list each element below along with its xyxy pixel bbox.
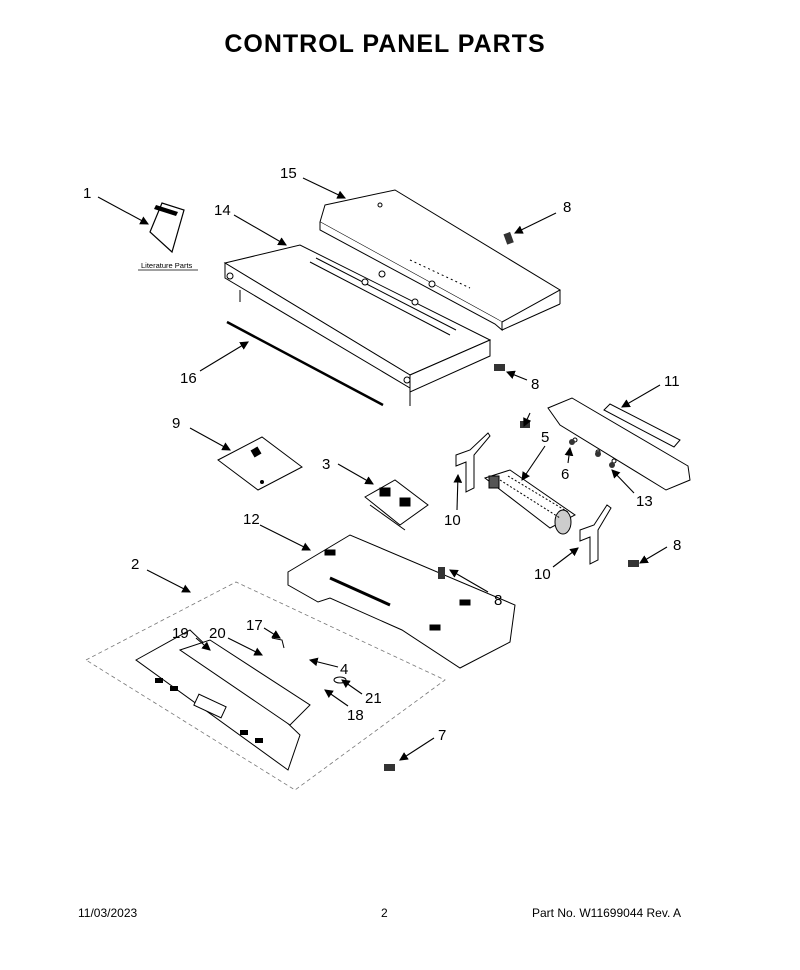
literature-booklet[interactable]: Literature Parts — [138, 202, 198, 271]
callout-10-left: 10 — [444, 512, 461, 529]
callout-14: 14 — [214, 202, 231, 219]
screw-part-8d[interactable] — [438, 567, 445, 579]
callout-13: 13 — [636, 493, 653, 510]
control-panel-housing[interactable] — [223, 244, 492, 406]
top-cover[interactable] — [319, 189, 561, 332]
callout-5: 5 — [541, 429, 549, 446]
footer-page: 2 — [381, 906, 388, 920]
callout-10-right: 10 — [534, 566, 551, 583]
screw-part-7[interactable] — [384, 764, 395, 771]
callout-4: 4 — [340, 661, 348, 678]
control-panel-assembly[interactable] — [85, 581, 446, 791]
main-control-board[interactable] — [287, 534, 516, 669]
callout-11: 11 — [664, 373, 680, 390]
gasket-strip[interactable] — [226, 320, 384, 407]
callout-21: 21 — [365, 690, 382, 707]
screw-part-8b[interactable] — [494, 364, 505, 371]
callout-12: 12 — [243, 511, 260, 528]
blower-fan[interactable] — [483, 469, 576, 535]
callout-19: 19 — [172, 625, 189, 642]
callout-7: 7 — [438, 727, 446, 744]
callout-18: 18 — [347, 707, 364, 724]
callout-3: 3 — [322, 456, 330, 473]
support-bracket-left[interactable] — [455, 432, 491, 493]
callout-1: 1 — [83, 185, 91, 202]
footer-part-no: Part No. W11699044 Rev. A — [532, 906, 681, 920]
callout-16: 16 — [180, 370, 197, 387]
callout-6: 6 — [561, 466, 569, 483]
callout-8-mid: 8 — [531, 376, 539, 393]
page-title: CONTROL PANEL PARTS — [224, 30, 546, 58]
wire-part-17[interactable] — [271, 637, 285, 649]
leader-lines — [97, 177, 668, 761]
footer-date: 11/03/2023 — [78, 906, 138, 920]
support-bracket-right[interactable] — [579, 504, 612, 565]
screw-part-8a[interactable] — [503, 231, 514, 245]
callout-8-right: 8 — [673, 537, 681, 554]
callout-15: 15 — [280, 165, 297, 182]
connector-bracket[interactable] — [364, 479, 429, 531]
callout-8-board: 8 — [494, 592, 502, 609]
callout-20: 20 — [209, 625, 226, 642]
callout-17: 17 — [246, 617, 263, 634]
screw-part-6[interactable] — [569, 439, 615, 468]
foam-strip[interactable] — [603, 403, 681, 448]
callout-9: 9 — [172, 415, 180, 432]
callout-8-top: 8 — [563, 199, 571, 216]
callout-labels: 1 14 15 8 16 8 11 9 3 5 6 10 13 12 8 8 1… — [83, 165, 681, 744]
callout-2: 2 — [131, 556, 139, 573]
screw-part-8e[interactable] — [628, 560, 639, 567]
literature-label: Literature Parts — [141, 261, 193, 270]
insulation-pad[interactable] — [217, 436, 303, 491]
